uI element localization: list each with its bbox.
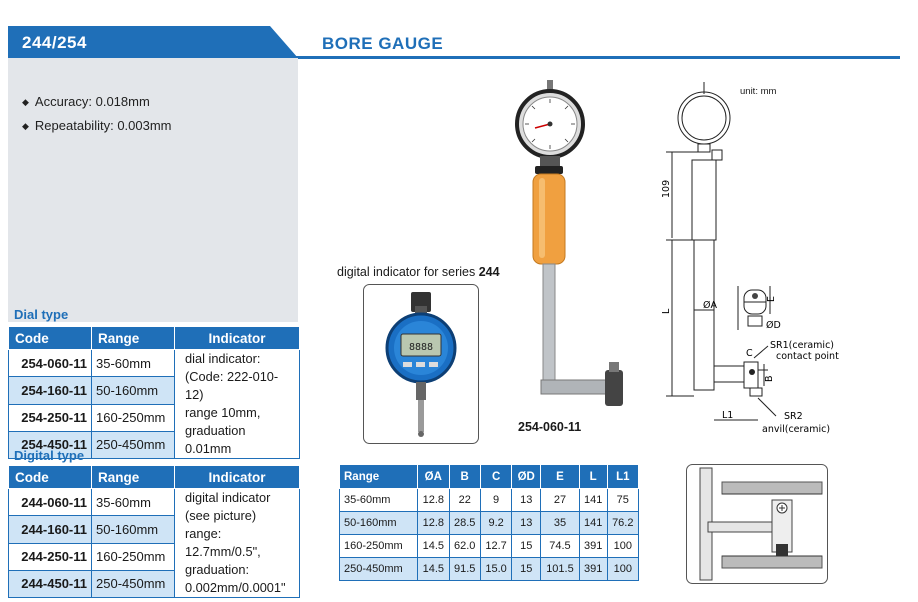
digital-indicator-photo: 8888 xyxy=(363,284,479,444)
col-c: C xyxy=(479,464,513,489)
dial-type-title: Dial type xyxy=(14,307,69,322)
svg-text:E: E xyxy=(766,296,777,302)
col-b: B xyxy=(448,464,481,489)
usage-illustration xyxy=(686,464,828,584)
table-row: 244-450-11 250-450mm xyxy=(8,569,300,599)
bore-gauge-photo xyxy=(515,80,623,406)
dial-indicator-spec: dial indicator: (Code: 222-010-12) range… xyxy=(174,349,300,459)
col-range: Range xyxy=(91,465,175,489)
technical-drawing: 109 L ØA E ØD C B L1 SR1(ceramic) contac… xyxy=(661,82,839,435)
series-tab xyxy=(8,26,298,58)
col-range: Range xyxy=(338,464,419,489)
svg-text:ØA: ØA xyxy=(703,300,717,311)
model-caption: 254-060-11 xyxy=(518,420,582,434)
page-title: BORE GAUGE xyxy=(322,34,444,53)
table-row: 244-060-11 35-60mm digital indicator (se… xyxy=(8,487,300,598)
feature-repeatability: ◆Repeatability: 0.003mm xyxy=(22,118,172,133)
svg-text:anvil(ceramic): anvil(ceramic) xyxy=(762,424,830,435)
series-label: 244/254 xyxy=(22,33,87,52)
feature-accuracy: ◆Accuracy: 0.018mm xyxy=(22,94,150,109)
col-range: Range xyxy=(91,326,175,350)
svg-text:109: 109 xyxy=(661,180,672,198)
col-indicator: Indicator xyxy=(174,326,300,350)
digital-indicator-spec: digital indicator (see picture) range: 1… xyxy=(174,488,300,598)
svg-text:SR1(ceramic): SR1(ceramic) xyxy=(770,340,834,351)
diamond-bullet-icon: ◆ xyxy=(22,97,29,107)
svg-text:L: L xyxy=(661,308,672,314)
digital-indicator-caption: digital indicator for series 244 xyxy=(337,265,500,279)
digital-type-title: Digital type xyxy=(14,448,85,463)
features-panel xyxy=(8,58,298,322)
col-code: Code xyxy=(8,326,92,350)
svg-text:B: B xyxy=(764,375,775,382)
table-row: 254-250-11 160-250mm xyxy=(8,403,300,432)
header-rule xyxy=(290,56,900,59)
svg-text:ØD: ØD xyxy=(766,320,781,331)
col-oa: ØA xyxy=(417,464,450,489)
svg-text:8888: 8888 xyxy=(409,342,433,353)
col-od: ØD xyxy=(511,464,542,489)
table-row: 254-160-11 50-160mm xyxy=(8,376,300,405)
svg-text:C: C xyxy=(746,348,753,359)
digital-type-table: Code Range Indicator 244-060-11 35-60mm … xyxy=(8,465,300,599)
svg-text:contact point: contact point xyxy=(776,351,839,362)
col-e: E xyxy=(540,464,580,489)
svg-text:L1: L1 xyxy=(722,410,733,421)
table-row: 244-160-11 50-160mm xyxy=(8,515,300,544)
col-indicator: Indicator xyxy=(174,465,300,489)
table-row: 254-450-11 250-450mm xyxy=(8,430,300,460)
unit-label: unit: mm xyxy=(740,86,777,97)
table-row: 254-060-11 35-60mm dial indicator: (Code… xyxy=(8,348,300,459)
col-l1: L1 xyxy=(606,464,640,489)
diamond-bullet-icon: ◆ xyxy=(22,121,29,131)
col-code: Code xyxy=(8,465,92,489)
dial-type-table: Code Range Indicator 254-060-11 35-60mm … xyxy=(8,326,300,460)
table-row: 244-250-11 160-250mm xyxy=(8,542,300,571)
svg-text:SR2: SR2 xyxy=(784,411,803,422)
col-l: L xyxy=(578,464,608,489)
